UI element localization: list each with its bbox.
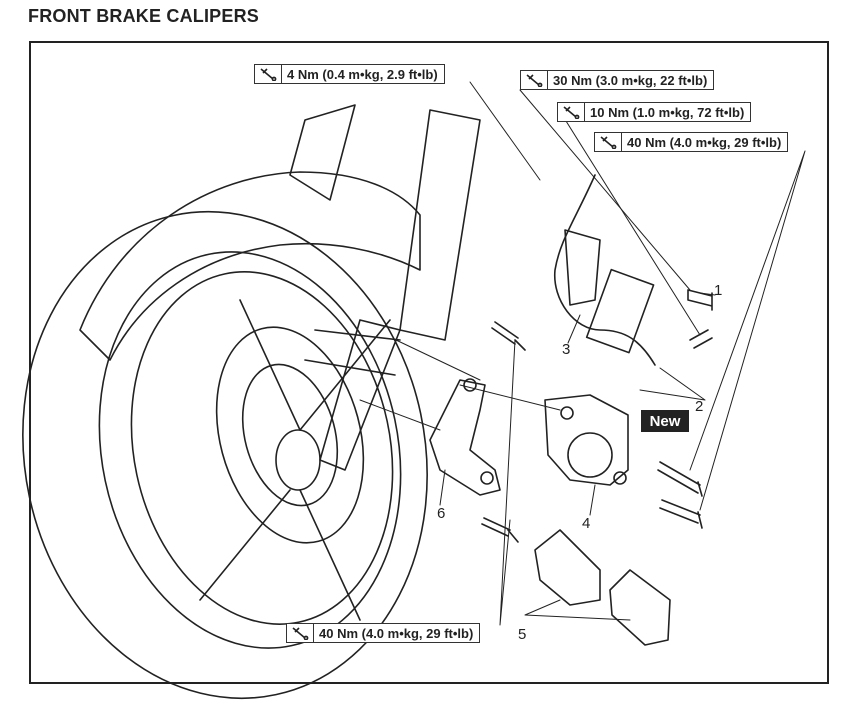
caliper-body [544, 394, 629, 486]
bolt-2 [689, 329, 713, 349]
fender [79, 171, 421, 361]
caliper-bolt-lower [659, 499, 703, 529]
callout-4: 4 [582, 515, 591, 532]
torque-value: 10 Nm (1.0 m•kg, 72 ft•lb) [590, 104, 745, 120]
hose-guide [585, 268, 655, 354]
torque-spec-30nm: 30 Nm (3.0 m•kg, 22 ft•lb) [520, 70, 715, 90]
bracket-bolt-lower [481, 517, 519, 543]
torque-value: 40 Nm (4.0 m•kg, 29 ft•lb) [627, 134, 782, 150]
brake-disc [215, 326, 365, 544]
tire-outer [22, 210, 428, 700]
rim [130, 271, 394, 625]
torque-value: 40 Nm (4.0 m•kg, 29 ft•lb) [319, 625, 474, 641]
callout-2: 2 [695, 398, 704, 415]
torque-spec-40nm-lower: 40 Nm (4.0 m•kg, 29 ft•lb) [286, 623, 481, 643]
caliper-bracket [429, 379, 501, 496]
wheel-hub [275, 429, 321, 491]
brake-pad-2 [609, 569, 671, 646]
fork-right [399, 109, 481, 341]
torque-spec-10nm: 10 Nm (1.0 m•kg, 72 ft•lb) [557, 102, 752, 122]
torque-value: 4 Nm (0.4 m•kg, 2.9 ft•lb) [287, 66, 438, 82]
torque-spec-4nm: 4 Nm (0.4 m•kg, 2.9 ft•lb) [254, 64, 445, 84]
callout-5: 5 [518, 626, 527, 643]
torque-wrench-icon [558, 103, 585, 121]
torque-wrench-icon [255, 65, 282, 83]
tire-inner [98, 251, 402, 649]
fork-left [289, 104, 356, 201]
torque-wrench-icon [595, 133, 622, 151]
torque-wrench-icon [521, 71, 548, 89]
torque-spec-40nm-upper: 40 Nm (4.0 m•kg, 29 ft•lb) [594, 132, 789, 152]
page-title: FRONT BRAKE CALIPERS [28, 6, 260, 26]
diagram-frame [29, 41, 829, 684]
callout-1: 1 [714, 282, 723, 299]
brake-hose [554, 174, 656, 366]
callout-6: 6 [437, 505, 446, 522]
new-part-badge: New [641, 410, 689, 432]
bracket-bolt-upper [491, 321, 526, 351]
caliper-bolt-upper [657, 461, 703, 497]
brake-pad-1 [534, 529, 601, 606]
torque-wrench-icon [287, 624, 314, 642]
torque-value: 30 Nm (3.0 m•kg, 22 ft•lb) [553, 72, 708, 88]
callout-3: 3 [562, 341, 571, 358]
